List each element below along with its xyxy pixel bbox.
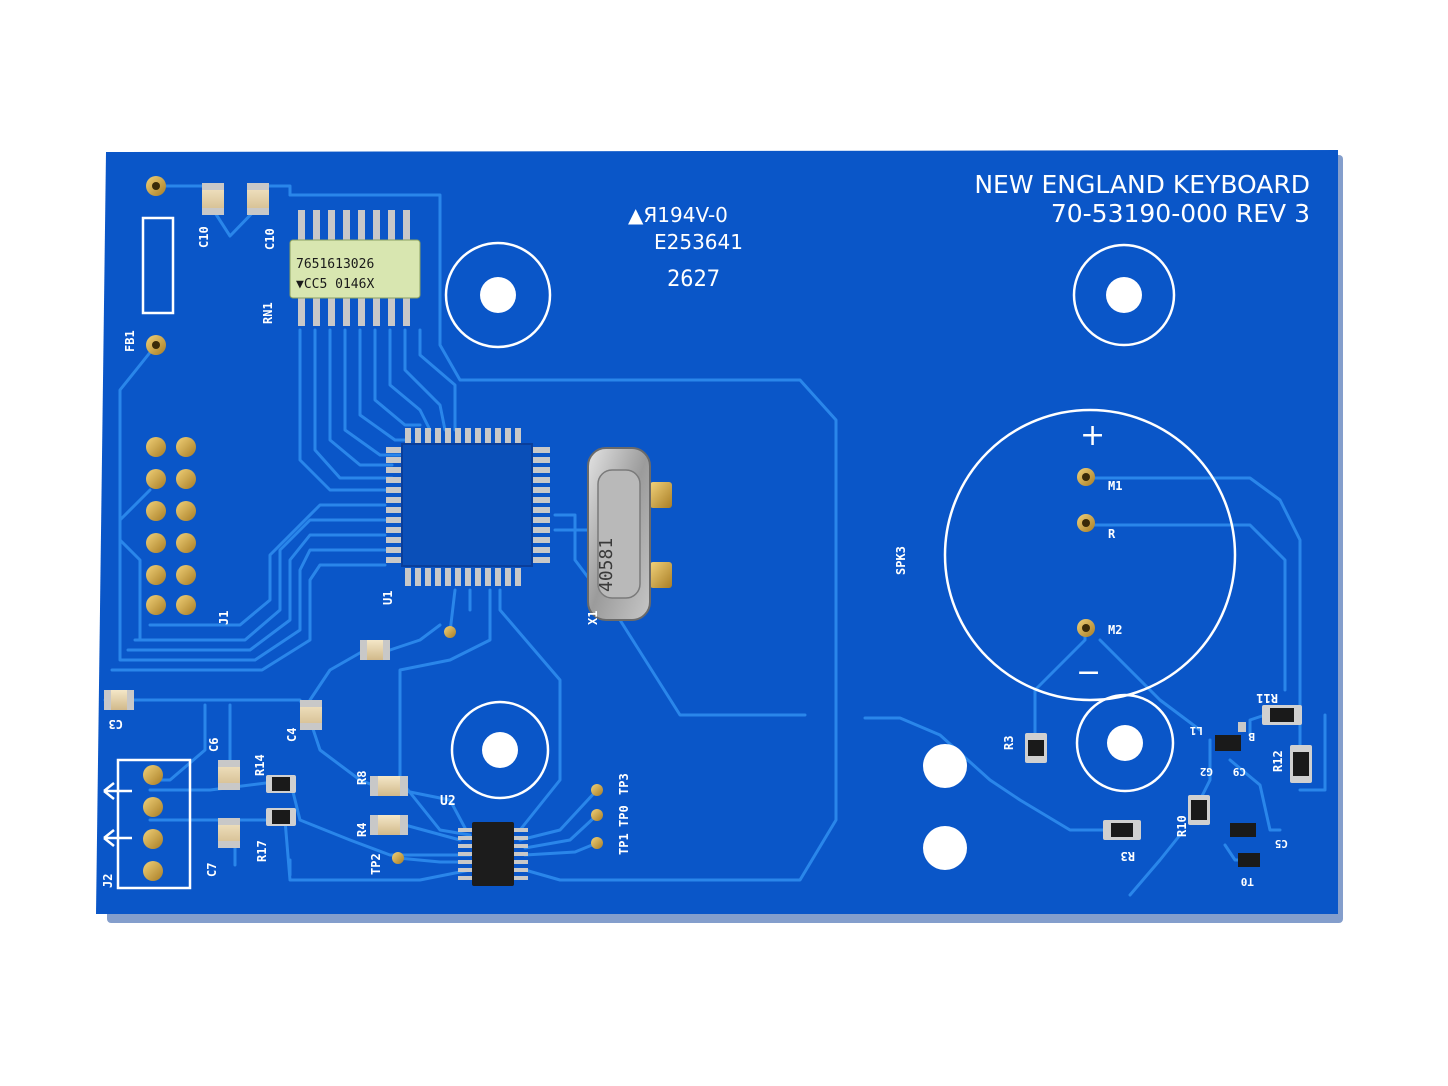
- label-x1: X1: [586, 611, 600, 625]
- label-u1: U1: [381, 591, 395, 605]
- label-r17: R17: [255, 840, 269, 862]
- ul-rating: ▲Я194V-0: [628, 203, 728, 227]
- r10: [1188, 795, 1210, 825]
- r14: [266, 775, 296, 793]
- x1-crystal: [587, 447, 672, 621]
- label-tp3: TP3: [617, 773, 631, 795]
- label-r8: R8: [355, 771, 369, 785]
- label-c10-right: C10: [263, 228, 277, 250]
- silkscreen-text: NEW ENGLAND KEYBOARD 70-53190-000 REV 3 …: [101, 170, 1310, 888]
- through-hole-pads: [143, 176, 1095, 881]
- board-title-line1: NEW ENGLAND KEYBOARD: [974, 170, 1310, 199]
- q3: [1238, 853, 1260, 867]
- c10-right: [247, 183, 269, 215]
- rn-marking-1: 7651613026: [296, 257, 374, 272]
- label-tp0: TP0: [617, 805, 631, 827]
- speaker-outline: [943, 408, 1237, 702]
- ul-number: E253641: [654, 230, 743, 254]
- label-c4: C4: [285, 728, 299, 742]
- label-spk3: SPK3: [894, 546, 908, 575]
- label-r12: R12: [1271, 750, 1285, 772]
- label-fb1: FB1: [123, 330, 137, 352]
- c4: [300, 700, 322, 730]
- silkscreen-outlines: [103, 216, 1237, 890]
- u1-microcontroller: [386, 428, 550, 586]
- label-r14: R14: [253, 754, 267, 776]
- label-l1: L1: [1189, 724, 1203, 737]
- r3-bottom: [1103, 820, 1141, 840]
- label-j1: J1: [217, 611, 231, 625]
- label-c6: C6: [207, 738, 221, 752]
- mount-hole-ring-tr: [1072, 243, 1176, 347]
- label-r-pin: R: [1108, 527, 1116, 541]
- label-minus: −: [1076, 655, 1101, 690]
- c-top: [360, 640, 390, 660]
- mounting-holes: [480, 277, 1143, 870]
- label-r3-bottom: R3: [1121, 849, 1135, 863]
- r17: [266, 808, 296, 826]
- label-t0: T0: [1241, 875, 1254, 888]
- label-r10: R10: [1175, 815, 1189, 837]
- mount-hole-ring-bl: [450, 700, 550, 800]
- r11: [1262, 705, 1302, 725]
- c3: [104, 690, 134, 710]
- rn1-resistor-network: [289, 210, 421, 326]
- c10-left: [202, 183, 224, 215]
- c7: [218, 818, 240, 848]
- label-r11: R11: [1256, 691, 1278, 705]
- label-m1: M1: [1108, 479, 1122, 493]
- label-c5: C5: [1275, 837, 1288, 850]
- board-title-line2: 70-53190-000 REV 3: [1051, 199, 1310, 228]
- crystal-marking: 40581: [596, 538, 617, 592]
- j1-pads: [146, 437, 196, 615]
- fb1-outline: [141, 216, 175, 315]
- pcb-board: [96, 150, 1343, 923]
- u2-chip: [458, 822, 528, 886]
- label-c10-left: C10: [197, 226, 211, 248]
- label-c7: C7: [205, 863, 219, 877]
- label-u2: U2: [440, 794, 456, 809]
- rn-marking-2: ▼CC5 0146X: [296, 277, 374, 292]
- label-g2: G2: [1200, 765, 1213, 778]
- mount-hole-ring-tl: [444, 241, 552, 349]
- label-j2: J2: [101, 874, 115, 888]
- label-b: B: [1248, 730, 1255, 743]
- r12: [1290, 745, 1312, 783]
- copper-traces: [103, 184, 1327, 897]
- label-plus: +: [1080, 418, 1105, 453]
- q2: [1230, 823, 1256, 837]
- r3-left: [1025, 733, 1047, 763]
- c6: [218, 760, 240, 790]
- label-r4: R4: [355, 823, 369, 837]
- label-m2: M2: [1108, 623, 1122, 637]
- j2-pads: [143, 765, 163, 881]
- r8: [370, 776, 408, 796]
- label-c9: C9: [1233, 765, 1246, 778]
- q1: [1215, 722, 1246, 751]
- r4: [370, 815, 408, 835]
- label-c3: C3: [109, 717, 123, 731]
- label-tp1: TP1: [617, 833, 631, 855]
- label-tp2: TP2: [369, 853, 383, 875]
- date-code: 2627: [667, 267, 720, 292]
- j2-outline: [116, 758, 192, 890]
- label-r3-left: R3: [1002, 736, 1016, 750]
- label-rn1: RN1: [261, 302, 275, 324]
- smd-components: [104, 183, 1312, 886]
